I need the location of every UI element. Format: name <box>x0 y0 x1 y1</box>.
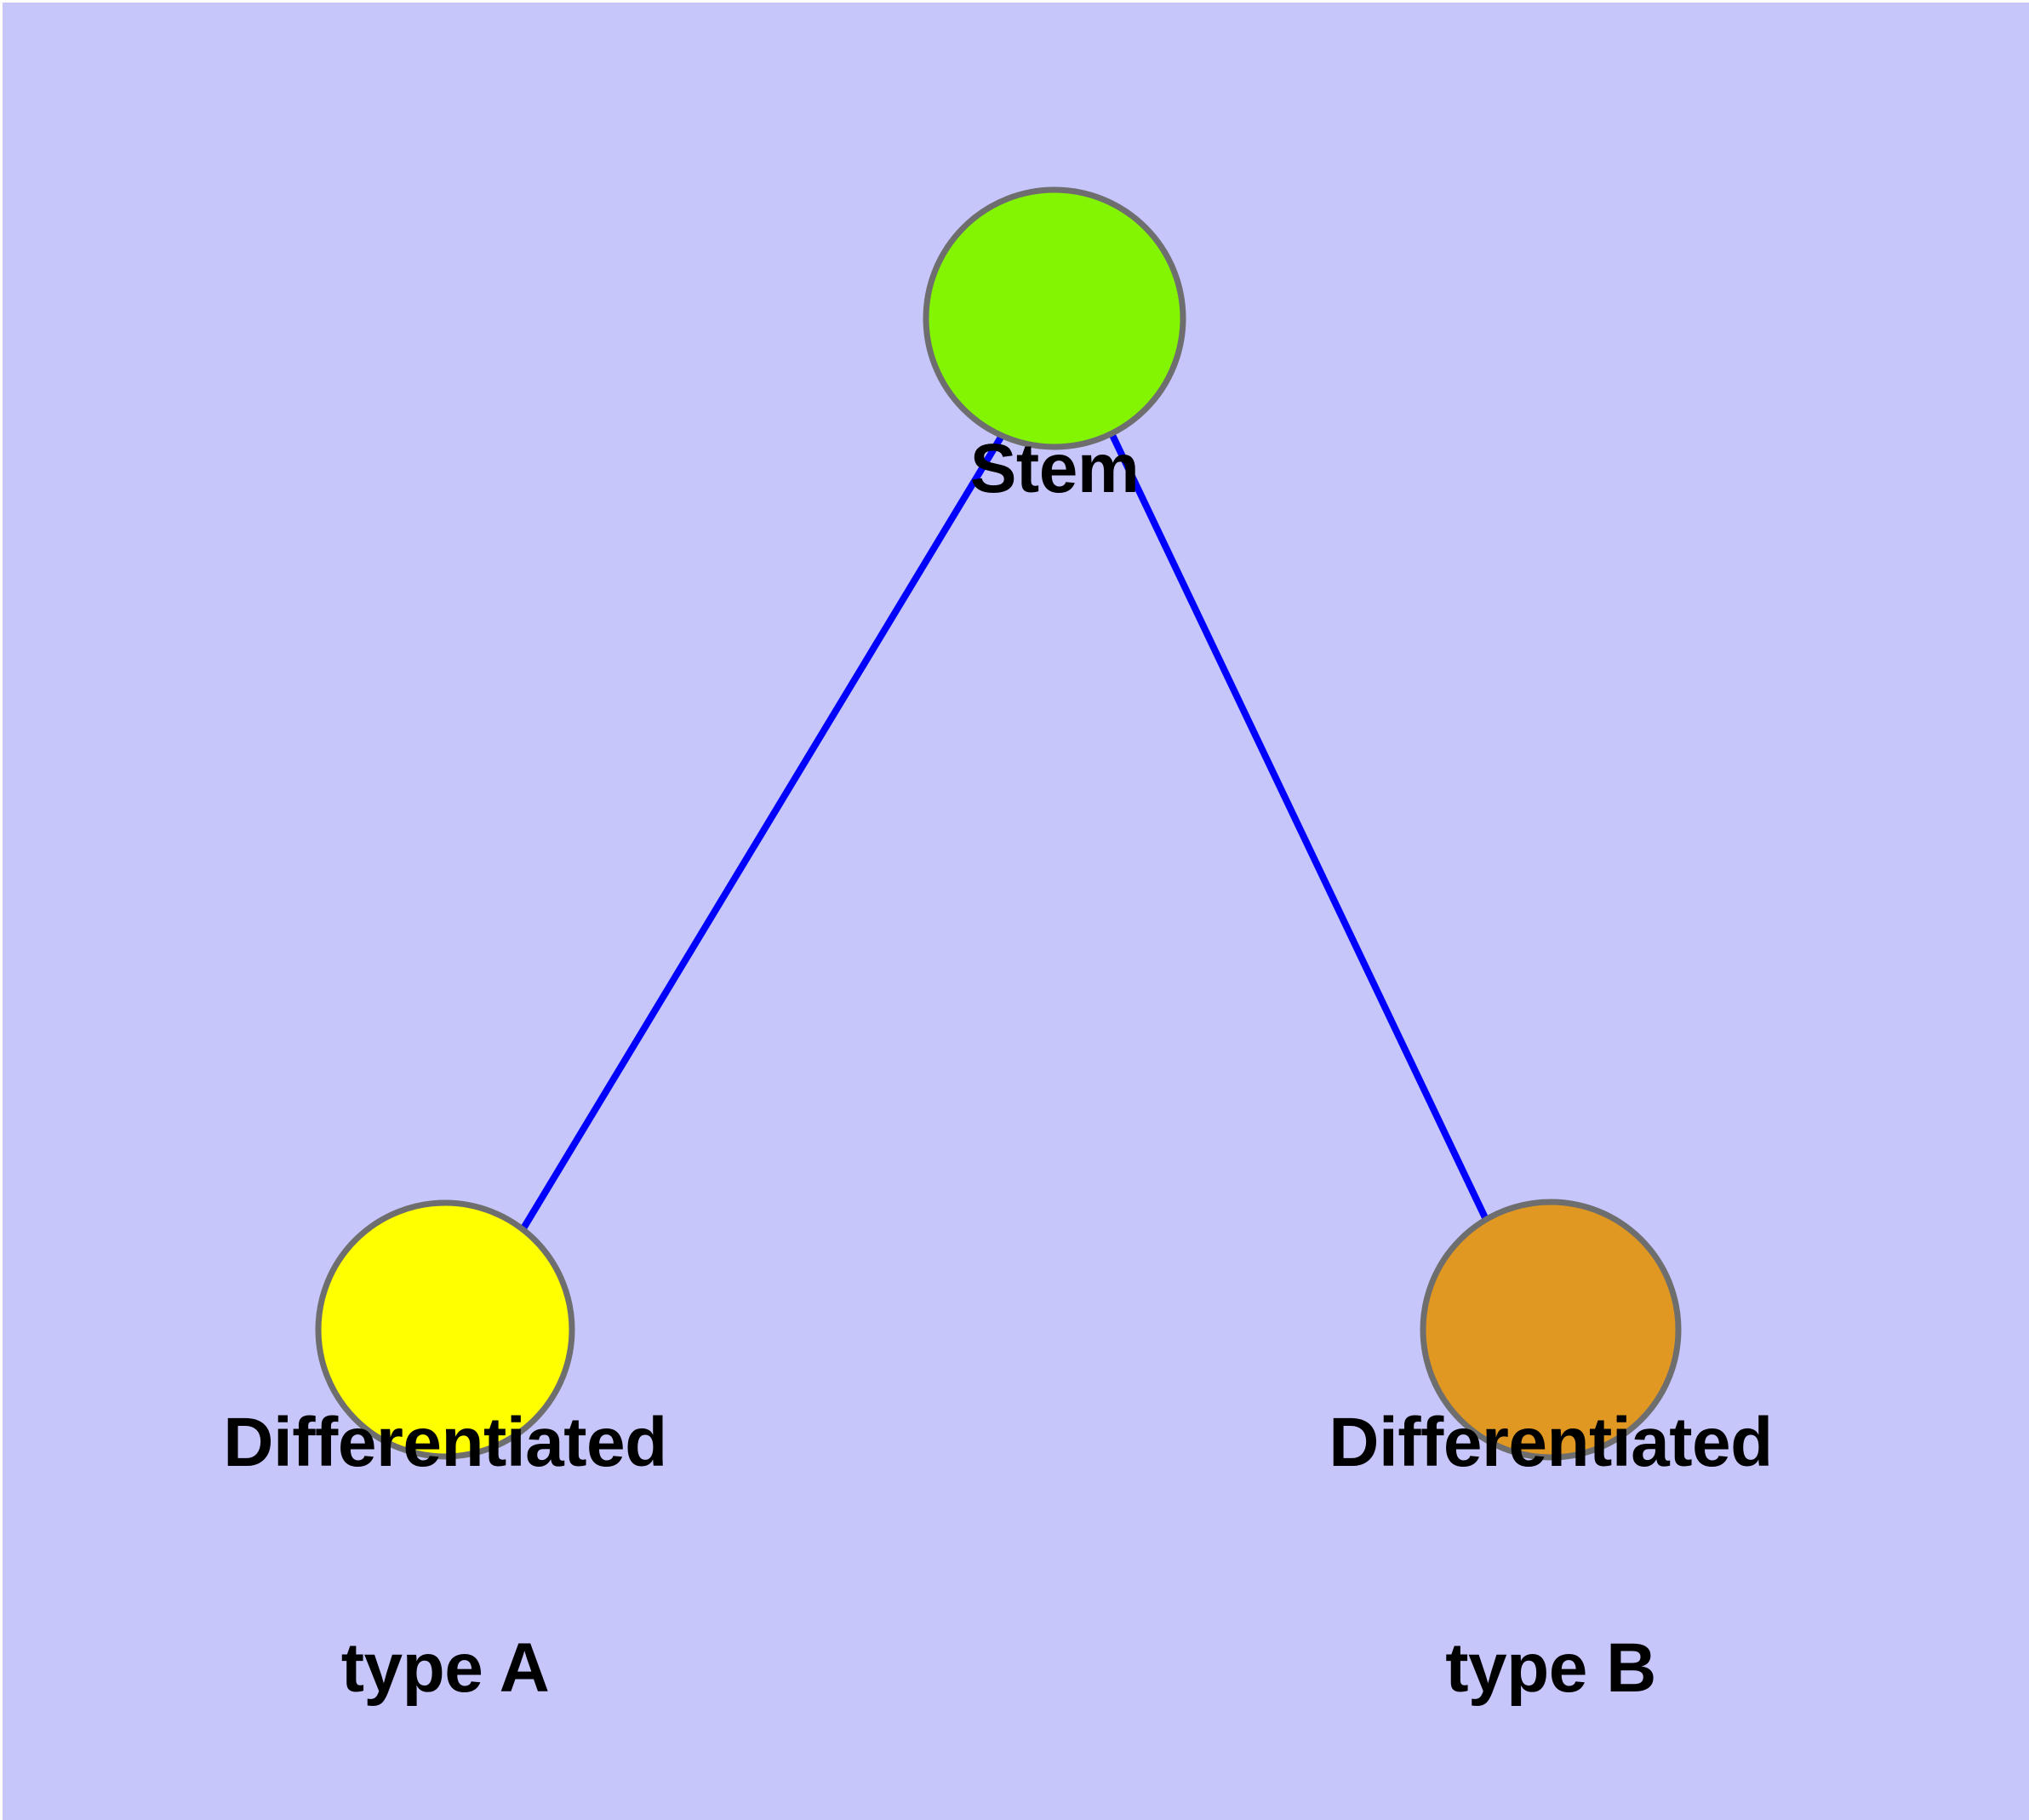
node-circle-differentiated-type-b[interactable] <box>1420 1199 1682 1461</box>
node-circle-differentiated-type-a[interactable] <box>315 1199 575 1460</box>
node-circle-stem[interactable] <box>923 186 1186 450</box>
node-layer <box>315 186 1682 1461</box>
edge-stem-to-differentiated-type-b[interactable] <box>1109 433 1493 1228</box>
edge-layer <box>520 433 1493 1231</box>
edge-stem-to-differentiated-type-a[interactable] <box>520 433 1005 1231</box>
